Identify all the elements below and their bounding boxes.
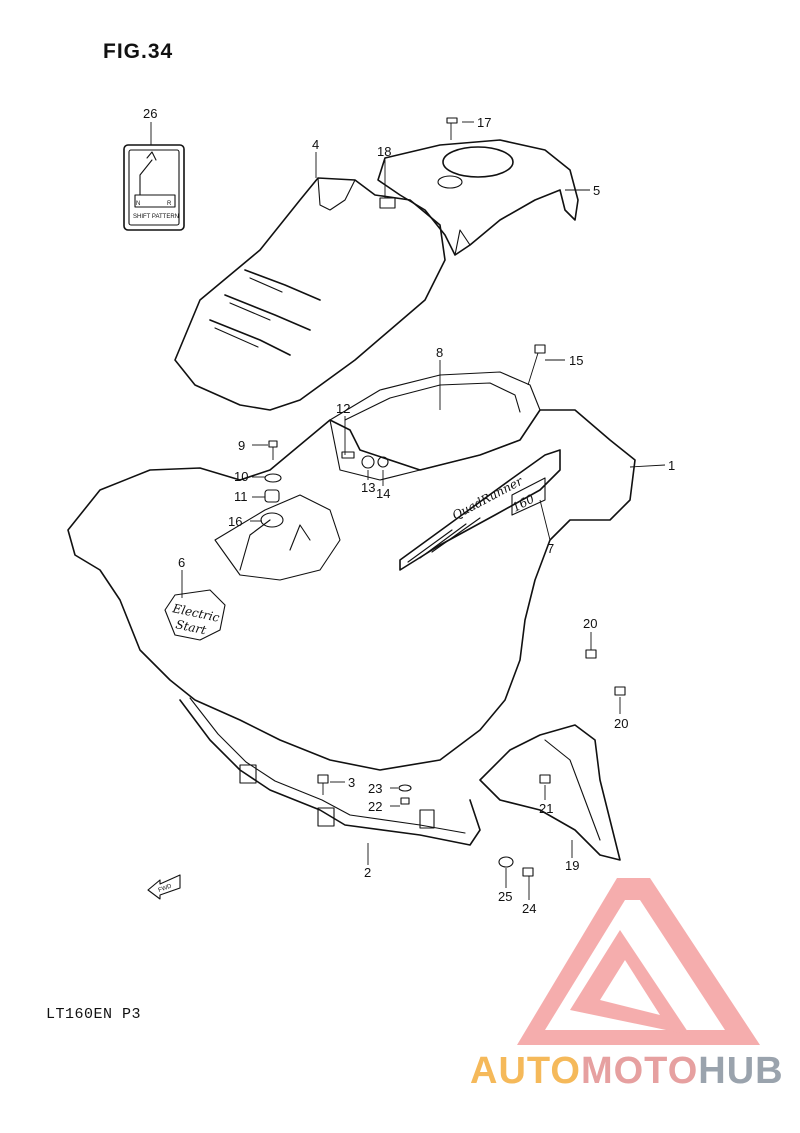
callout-2: 2: [364, 865, 371, 880]
quadrunner-emblem-text: QuadRunner: [450, 473, 526, 522]
callout-15: 15: [569, 353, 583, 368]
callout-16: 16: [228, 514, 242, 529]
forward-arrow-icon: FWD: [147, 874, 181, 900]
watermark-part-moto: MOTO: [580, 1050, 699, 1092]
callout-3: 3: [348, 775, 355, 790]
callout-23: 23: [368, 781, 382, 796]
callout-20a: 20: [583, 616, 597, 631]
callout-17: 17: [477, 115, 491, 130]
start-emblem-text: Start: [174, 617, 207, 637]
callout-25: 25: [498, 889, 512, 904]
inner-frame-panel: [329, 371, 541, 481]
model-code-label: LT160EN P3: [46, 1006, 142, 1023]
watermark-brand-text: AUTOMOTOHUB: [470, 1050, 784, 1093]
callout-24: 24: [522, 901, 536, 916]
shift-letter-r: R: [167, 201, 172, 207]
callout-labels: 1 2 3 4 5 6 7 8 9 10 11 12 13 14 15 16 1…: [143, 106, 675, 916]
shift-letter-n: N: [136, 201, 140, 207]
callout-4: 4: [312, 137, 319, 152]
callout-1: 1: [668, 458, 675, 473]
callout-20b: 20: [614, 716, 628, 731]
callout-8: 8: [436, 345, 443, 360]
front-bumper-bar: [179, 697, 481, 846]
callout-6: 6: [178, 555, 185, 570]
callout-22: 22: [368, 799, 382, 814]
callout-10: 10: [234, 469, 248, 484]
front-fender-cover: [377, 139, 579, 256]
callout-21: 21: [539, 801, 553, 816]
callout-13: 13: [361, 480, 375, 495]
watermark-part-auto: AUTO: [470, 1050, 581, 1092]
rear-fender-cover: [174, 177, 446, 411]
watermark-part-hub: HUB: [698, 1050, 784, 1092]
leader-lines: [150, 121, 666, 900]
callout-5: 5: [593, 183, 600, 198]
callout-7: 7: [547, 541, 554, 556]
callout-26: 26: [143, 106, 157, 121]
shift-pattern-label: SHIFT PATTERN: [133, 214, 179, 220]
fwd-label: FWD: [158, 883, 174, 894]
callout-12: 12: [336, 401, 350, 416]
skirt-guard: [479, 724, 621, 861]
main-fender-body: QuadRunner 160 Electric Start: [67, 409, 636, 771]
shift-pattern-decal: N R SHIFT PATTERN: [123, 144, 185, 231]
watermark-logo-icon: [517, 878, 760, 1045]
figure-title: FIG.34: [103, 40, 174, 63]
callout-19: 19: [565, 858, 579, 873]
hardware-bolts: [260, 117, 626, 877]
callout-14: 14: [376, 486, 390, 501]
callout-9: 9: [238, 438, 245, 453]
callout-18: 18: [377, 144, 391, 159]
callout-11: 11: [234, 489, 248, 504]
